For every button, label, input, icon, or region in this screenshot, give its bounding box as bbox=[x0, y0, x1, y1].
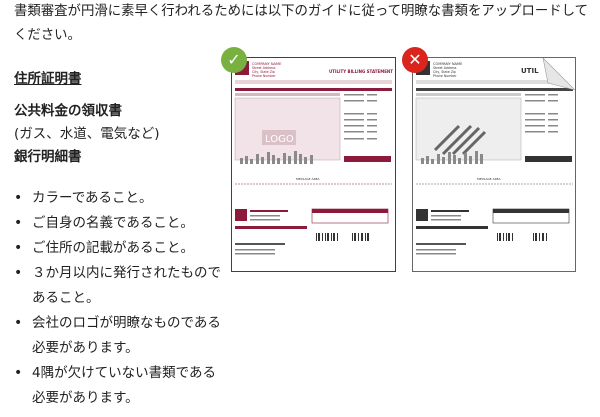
requirement-item: ご自身の名義であること。 bbox=[14, 211, 228, 236]
statement-title: UTILITY BILLING STATEMENT bbox=[329, 69, 393, 74]
requirement-item: 会社のロゴが明瞭なものである必要があります。 bbox=[14, 311, 228, 361]
logo-placeholder: LOGO bbox=[265, 134, 294, 145]
requirement-item: ３か月以内に発行されたものであること。 bbox=[14, 261, 228, 311]
bad-bill-illustration: COMPANY NAME Street Address City, State … bbox=[415, 57, 576, 255]
requirements-list: カラーであること。 ご自身の名義であること。 ご住所の記載があること。 ３か月以… bbox=[14, 186, 228, 411]
bad-example-document: COMPANY NAME Street Address City, State … bbox=[412, 57, 576, 272]
intro-text: 書類審査が円滑に素早く行われるためには以下のガイドに従って明瞭な書類をアップロー… bbox=[14, 4, 589, 43]
cross-icon: ✕ bbox=[402, 47, 428, 73]
company-line: City, State Zip bbox=[252, 70, 275, 74]
message-area-label: MESSAGE AREA bbox=[296, 177, 321, 181]
checkmark-icon: ✓ bbox=[221, 47, 247, 73]
requirement-item: ご住所の記載があること。 bbox=[14, 236, 228, 261]
company-line: Street Address bbox=[433, 66, 457, 70]
corner-title-fragment: UTIL bbox=[521, 67, 539, 75]
company-line: City, State Zip bbox=[433, 70, 456, 74]
good-example-document: COMPANY NAME Street Address City, State … bbox=[231, 57, 396, 272]
company-line: Street Address bbox=[252, 66, 276, 70]
doc-type-bank: 銀行明細書 bbox=[14, 149, 82, 165]
company-line: COMPANY NAME bbox=[433, 62, 463, 66]
good-bill-illustration: COMPANY NAME Street Address City, State … bbox=[234, 61, 393, 255]
folded-corner-flap bbox=[542, 57, 576, 91]
company-line: Phone Number bbox=[252, 74, 276, 78]
company-line: COMPANY NAME bbox=[252, 62, 282, 66]
section-title: 住所証明書 bbox=[14, 71, 82, 87]
message-area-label: MESSAGE AREA bbox=[477, 177, 502, 181]
doc-type-utility: 公共料金の領収書 bbox=[14, 103, 122, 119]
company-line: Phone Number bbox=[433, 74, 457, 78]
requirement-item: 4隅が欠けていない書類である必要があります。 bbox=[14, 361, 228, 411]
doc-type-utility-note: (ガス、水道、電気など) bbox=[14, 126, 160, 142]
requirement-item: カラーであること。 bbox=[14, 186, 228, 211]
